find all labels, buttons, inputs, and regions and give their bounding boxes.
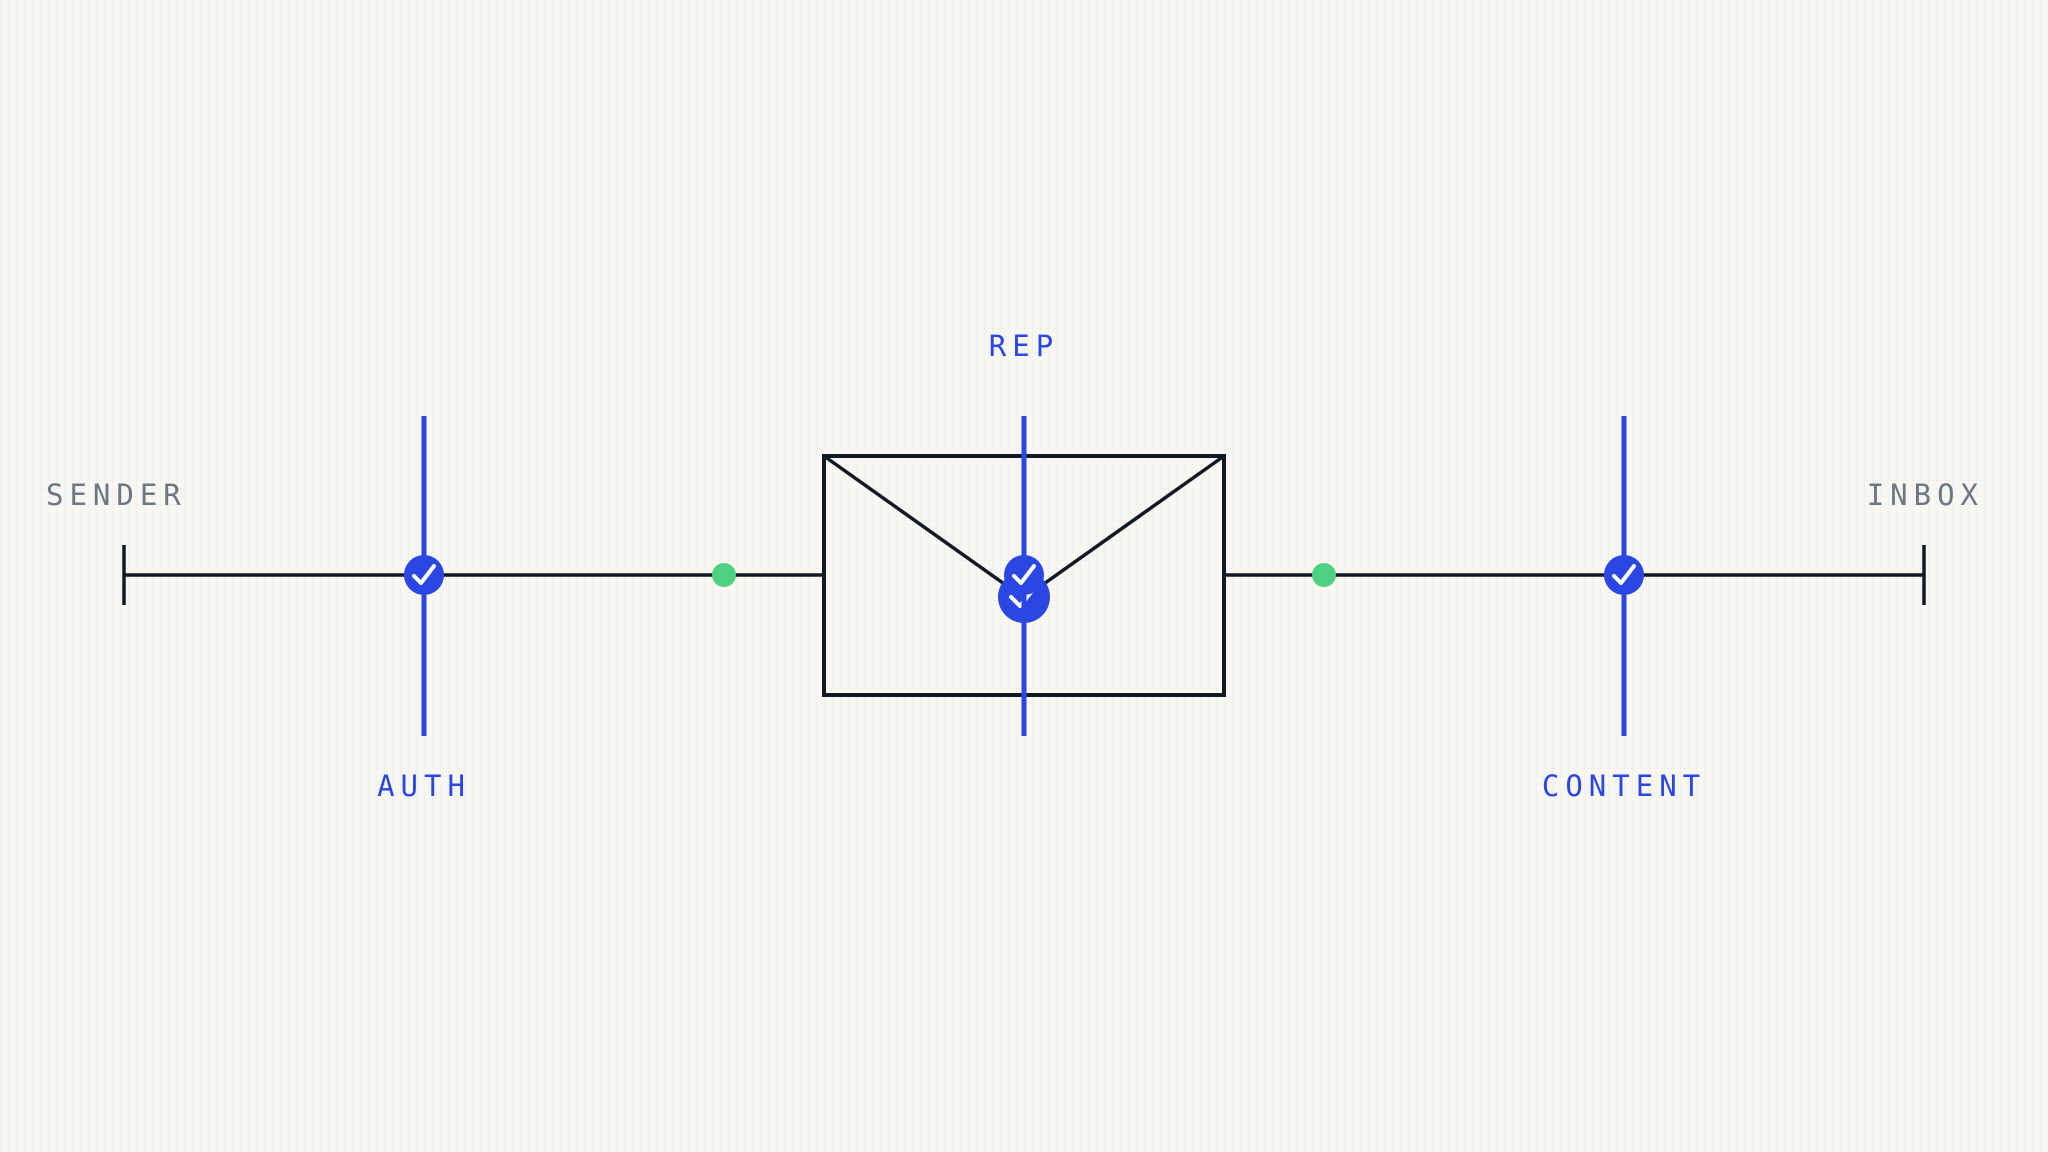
stage-auth-label: AUTH	[377, 769, 471, 803]
check-icon	[404, 555, 444, 595]
stage-content: CONTENT	[1542, 416, 1706, 803]
sender-label: SENDER	[46, 478, 187, 512]
stage-rep: REP	[989, 329, 1059, 736]
inbox-label: INBOX	[1867, 478, 1984, 512]
stage-content-label: CONTENT	[1542, 769, 1706, 803]
stage-rep-label: REP	[989, 329, 1059, 363]
transit-dot-right	[1312, 563, 1336, 587]
check-icon	[1004, 555, 1044, 595]
check-icon	[1604, 555, 1644, 595]
stage-auth: AUTH	[377, 416, 471, 803]
transit-dot-left	[712, 563, 736, 587]
